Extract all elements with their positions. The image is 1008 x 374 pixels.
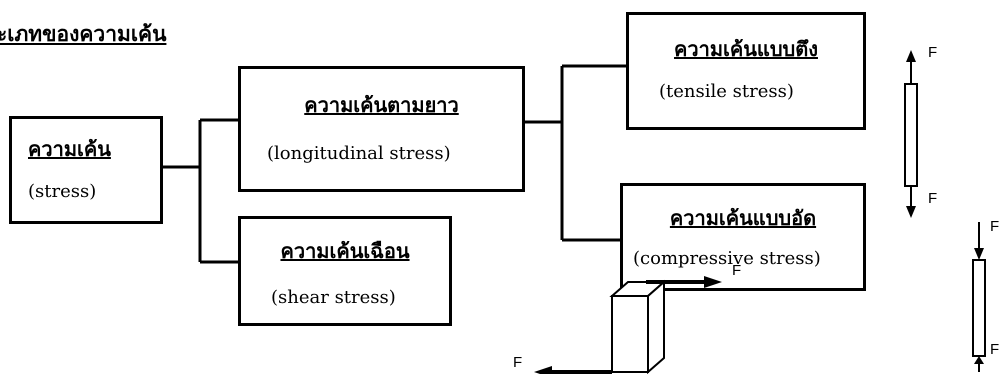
stress-box: ความเค้น (stress) (9, 116, 163, 224)
page-title: ะเภทของความเค้น (0, 21, 167, 46)
longitudinal-english-label: (longitudinal stress) (267, 143, 451, 164)
longitudinal-stress-box: ความเค้นตามยาว (longitudinal stress) (238, 66, 525, 192)
arrow-up-icon (906, 50, 916, 62)
compressive-stress-box: ความเค้นแบบอัด (compressive stress) (620, 183, 866, 291)
arrow-down-icon (906, 206, 916, 218)
shear-stress-box: ความเค้นเฉือน (shear stress) (238, 216, 452, 326)
shear-block-front (611, 295, 649, 373)
arrow-left-icon (534, 366, 552, 374)
force-label-compressive-top: F (990, 218, 1000, 235)
shear-english-label: (shear stress) (271, 287, 396, 308)
tensile-english-label: (tensile stress) (659, 81, 794, 102)
longitudinal-thai-label: ความเค้นตามยาว (304, 93, 459, 117)
stress-english-label: (stress) (28, 181, 97, 202)
compressive-bar (972, 259, 986, 357)
shear-block-side (647, 279, 665, 374)
arrow-right-icon (704, 276, 722, 288)
shear-thai-label: ความเค้นเฉือน (280, 239, 410, 263)
compressive-english-label: (compressive stress) (633, 248, 821, 269)
force-label-tensile-bottom: F (928, 190, 938, 207)
force-label-shear-right: F (732, 262, 742, 279)
compressive-thai-label: ความเค้นแบบอัด (669, 206, 817, 230)
arrow-up-icon (974, 356, 984, 364)
force-label-tensile-top: F (928, 44, 938, 61)
tensile-bar (904, 83, 918, 187)
tensile-stress-box: ความเค้นแบบตึง (tensile stress) (626, 12, 866, 130)
arrow-down-icon (974, 248, 984, 260)
force-label-compressive-bottom: F (990, 341, 1000, 358)
tensile-thai-label: ความเค้นแบบตึง (674, 37, 818, 61)
force-label-shear-left: F (513, 354, 523, 371)
stress-thai-label: ความเค้น (28, 137, 111, 161)
